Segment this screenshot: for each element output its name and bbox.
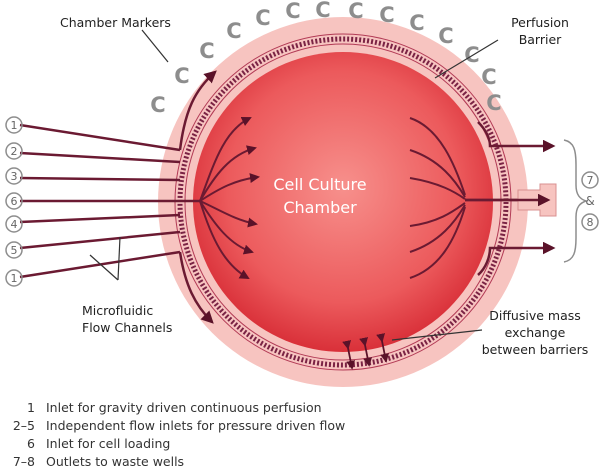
- perfusion-barrier-ring: [177, 36, 509, 368]
- chamber-marker: C: [379, 3, 394, 27]
- inlet-numbers: 1 2 3 6 4 5 1: [11, 119, 18, 285]
- chamber-marker: C: [199, 39, 214, 63]
- chamber-marker: C: [150, 93, 165, 117]
- chamber-marker: C: [315, 0, 330, 22]
- diffusion-arrows: [342, 333, 390, 370]
- chamber-title: Cell Culture: [273, 175, 366, 194]
- inlet-number: 5: [11, 244, 18, 257]
- chamber-marker: C: [486, 91, 501, 115]
- chamber-markers: C C C C C C C C C C C C C C: [150, 0, 501, 117]
- label-microfluidic: Microfluidic: [82, 303, 153, 318]
- inlet-number: 2: [11, 145, 18, 158]
- inlet-fan: [199, 116, 260, 279]
- legend-desc: Outlets to waste wells: [46, 454, 185, 469]
- cell-culture-chamber: [193, 52, 493, 352]
- chamber-marker: C: [285, 0, 300, 23]
- outlet-bracket: [563, 139, 589, 263]
- inlet-number: 1: [11, 272, 18, 285]
- chamber-title: Chamber: [283, 198, 357, 217]
- inlet-markers: [5, 116, 23, 287]
- legend-key: 1: [27, 400, 35, 415]
- legend-key: 6: [27, 436, 35, 451]
- chamber-marker: C: [348, 0, 363, 23]
- outlet-marker: [581, 213, 599, 231]
- outlet-marker: [581, 171, 599, 189]
- inlet-number: 4: [11, 218, 18, 231]
- inlet-number: 1: [11, 119, 18, 132]
- inlet-number: 3: [11, 170, 18, 183]
- legend-key: 2–5: [12, 418, 35, 433]
- outlet-number: 8: [587, 216, 594, 229]
- chamber-marker: C: [255, 6, 270, 30]
- label-perfusion-barrier: Barrier: [519, 32, 562, 47]
- chamber-marker: C: [438, 24, 453, 48]
- chamber-marker: C: [226, 19, 241, 43]
- leader-lines: [89, 29, 499, 341]
- legend-key: 7–8: [12, 454, 35, 469]
- legend-desc: Independent flow inlets for pressure dri…: [46, 418, 346, 433]
- chamber-marker: C: [409, 11, 424, 35]
- outlet-number: 7: [587, 174, 594, 187]
- label-chamber-markers: Chamber Markers: [60, 15, 171, 30]
- legend-desc: Inlet for cell loading: [46, 436, 171, 451]
- inlet-number: 6: [11, 195, 18, 208]
- chamber-marker: C: [481, 65, 496, 89]
- label-diffusive: between barriers: [482, 342, 589, 357]
- chamber-marker: C: [174, 64, 189, 88]
- label-diffusive: Diffusive mass: [489, 308, 581, 323]
- legend-desc: Inlet for gravity driven continuous perf…: [46, 400, 322, 415]
- label-microfluidic: Flow Channels: [82, 320, 172, 335]
- label-perfusion-barrier: Perfusion: [511, 15, 569, 30]
- label-diffusive: exchange: [505, 325, 566, 340]
- outlet-ampersand: &: [585, 194, 594, 208]
- outlet-fan: [409, 117, 466, 279]
